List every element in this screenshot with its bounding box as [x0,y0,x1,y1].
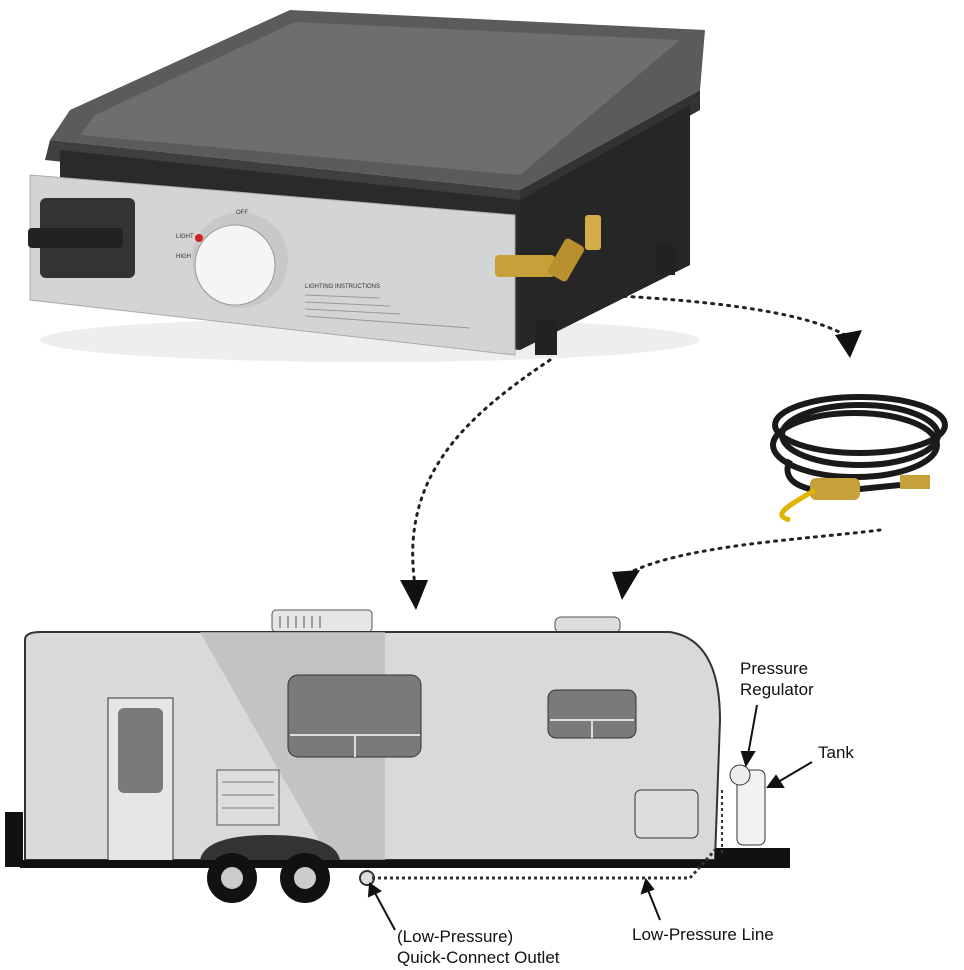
instructions-title: LIGHTING INSTRUCTIONS [305,284,380,290]
outlet-line-1: (Low-Pressure) [397,927,514,946]
outlet-line-2: Quick-Connect Outlet [397,948,560,967]
hose [770,394,948,523]
quick-connect-outlet-label: (Low-Pressure) Quick-Connect Outlet [397,926,560,968]
regulator-line-1: Pressure [740,659,809,678]
low-pressure-line-label: Low-Pressure Line [632,925,774,944]
arrow-head-icon [612,570,640,600]
regulator-line-2: Regulator [740,680,814,699]
connection-arrows [411,293,882,587]
tank-label: Tank [818,743,854,762]
dial-off-label: OFF [236,210,248,216]
trailer [5,609,790,903]
arrow-head-icon [835,330,862,358]
dial-light-label: LIGHT [176,234,194,240]
brass-valve [495,215,601,282]
arrow-head-icon [400,580,428,610]
label-arrows [367,704,813,931]
griddle: OFF LIGHT HIGH LIGHTING INSTRUCTIONS [28,10,705,362]
dial-high-label: HIGH [176,254,191,260]
pressure-regulator-label: Pressure Regulator [740,658,814,700]
